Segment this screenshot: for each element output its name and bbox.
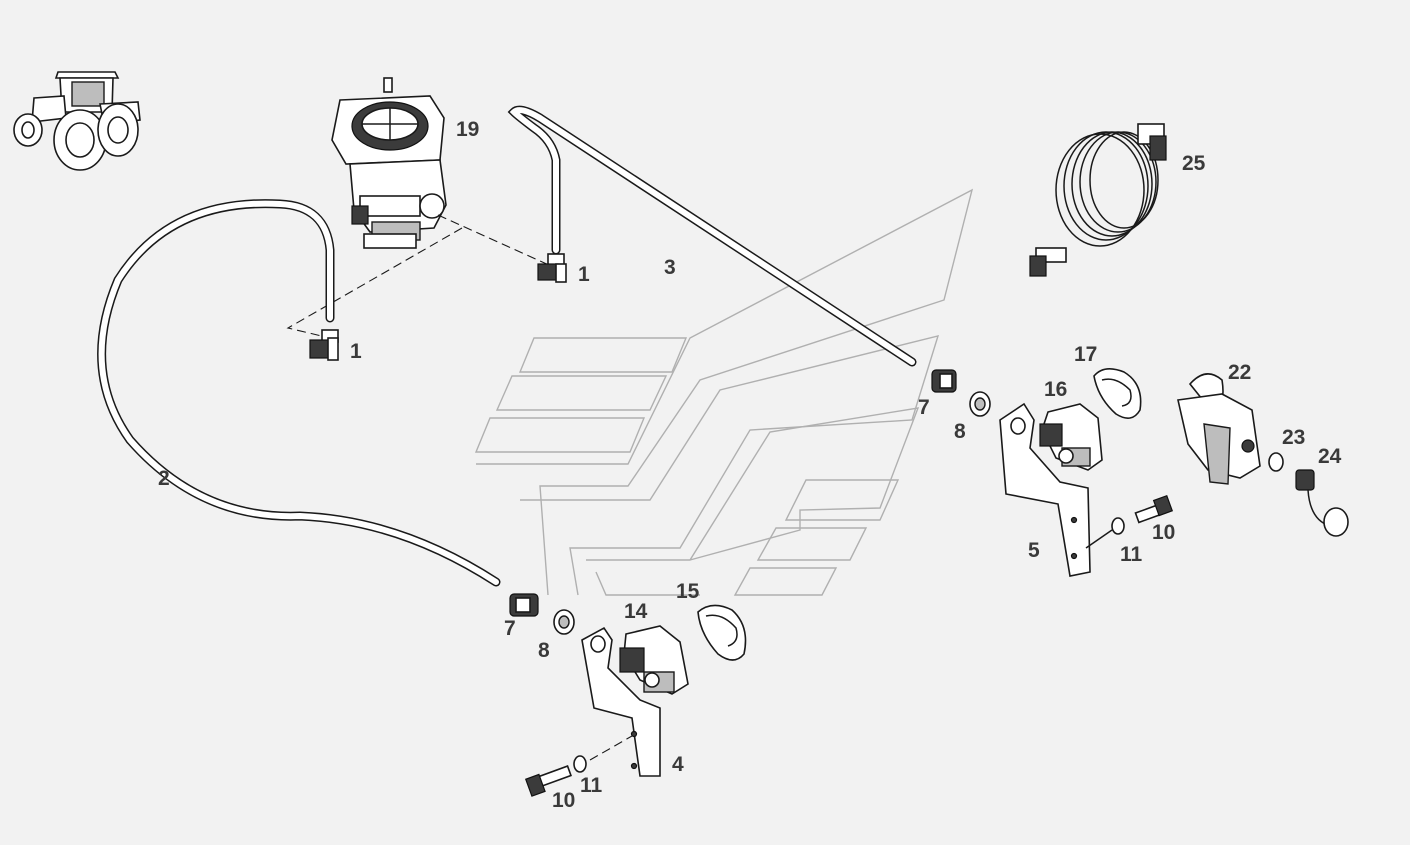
callout-14[interactable]: 14 [624, 600, 648, 623]
fitting-part-7-lower[interactable] [509, 593, 539, 617]
washer-part-11-upper[interactable] [1111, 517, 1125, 535]
callout-25[interactable]: 25 [1182, 152, 1206, 175]
o-ring-part-23[interactable] [1268, 452, 1284, 472]
callout-11-lower[interactable]: 11 [580, 774, 603, 797]
callout-1-upper[interactable]: 1 [578, 263, 590, 286]
callout-1-lower[interactable]: 1 [350, 340, 362, 363]
callout-8-lower[interactable]: 8 [538, 639, 550, 662]
callout-17[interactable]: 17 [1074, 343, 1098, 366]
callout-10-lower[interactable]: 10 [552, 789, 576, 812]
callout-4[interactable]: 4 [672, 753, 684, 776]
hose-part-3[interactable] [507, 105, 917, 367]
coiled-hose-part-25[interactable] [1029, 123, 1167, 277]
callout-8-upper[interactable]: 8 [954, 420, 966, 443]
coupling-head-part-14[interactable] [619, 625, 689, 695]
leader-line [589, 735, 633, 761]
screw-part-10-upper[interactable] [1134, 494, 1174, 524]
callout-22[interactable]: 22 [1228, 361, 1252, 384]
seal-ring-part-17[interactable] [1093, 368, 1142, 419]
callout-2[interactable]: 2 [158, 467, 170, 490]
leader-line [437, 214, 561, 271]
callout-11-upper[interactable]: 11 [1120, 543, 1143, 566]
coupling-head-part-22[interactable] [1177, 373, 1261, 485]
callout-10-upper[interactable]: 10 [1152, 521, 1176, 544]
bracket-part-5[interactable] [999, 402, 1091, 577]
callout-23[interactable]: 23 [1282, 426, 1306, 449]
callout-16[interactable]: 16 [1044, 378, 1068, 401]
nut-part-8-upper[interactable] [969, 391, 991, 417]
callout-5[interactable]: 5 [1028, 539, 1040, 562]
callout-3[interactable]: 3 [664, 256, 676, 279]
dust-cap-part-24[interactable] [1295, 469, 1349, 537]
fitting-part-7-upper[interactable] [931, 369, 957, 393]
tractor-icon [13, 71, 141, 171]
callout-7-lower[interactable]: 7 [504, 617, 516, 640]
washer-part-11-lower[interactable] [573, 755, 587, 773]
callout-19[interactable]: 19 [456, 118, 480, 141]
valve-part-19[interactable] [331, 77, 447, 249]
callout-24[interactable]: 24 [1318, 445, 1342, 468]
screw-part-10-lower[interactable] [524, 765, 572, 797]
coupling-head-part-16[interactable] [1039, 403, 1103, 471]
callout-7-upper[interactable]: 7 [918, 396, 930, 419]
nut-part-8-lower[interactable] [553, 609, 575, 635]
hose-part-2[interactable] [97, 199, 501, 587]
bracket-part-4[interactable] [581, 626, 661, 777]
leader-line [1085, 529, 1113, 549]
seal-ring-part-15[interactable] [697, 604, 747, 661]
stripe-logo-watermark [474, 188, 974, 596]
elbow-fitting-1-lower[interactable] [309, 329, 339, 361]
leader-line [286, 227, 463, 339]
elbow-fitting-1-upper[interactable] [537, 253, 567, 283]
callout-15[interactable]: 15 [676, 580, 700, 603]
